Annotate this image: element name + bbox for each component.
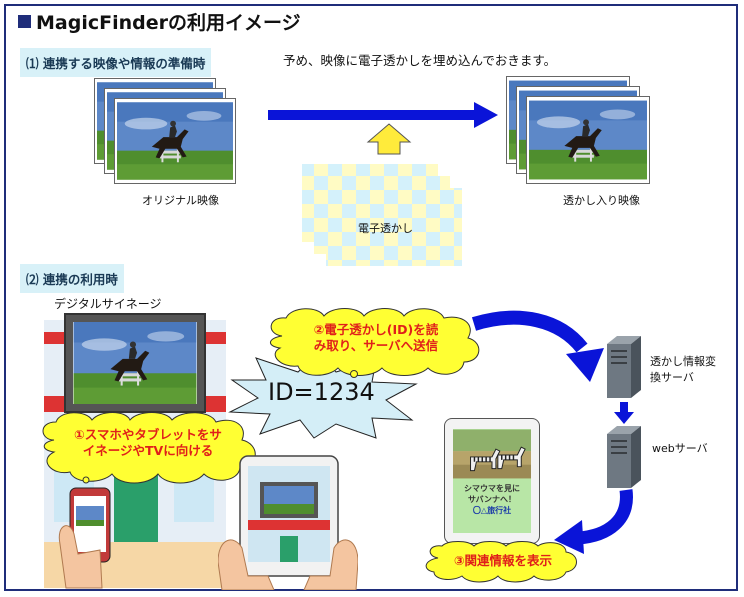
step2-line2: み取り、サーバへ送信 — [313, 338, 439, 353]
step2-cloud — [270, 308, 480, 378]
watermark-conversion-server-icon — [607, 336, 641, 398]
step2-line1: ②電子透かし(ID)を読 — [313, 322, 439, 337]
server-link-arrow — [614, 402, 634, 424]
step1-line2: イネージやTVに向ける — [82, 443, 214, 458]
info-text-line3: 〇△旅行社 — [472, 506, 512, 515]
web-server-icon — [607, 426, 641, 488]
step1-line1: ①スマホやタブレットをサ — [74, 427, 222, 442]
step1-cloud — [42, 412, 256, 484]
info-tablet-screen: シマウマを見に サバンナへ！ 〇△旅行社 — [453, 429, 531, 533]
info-text-line1: シマウマを見に — [464, 484, 520, 493]
send-to-server-arrow — [471, 310, 604, 382]
signage-label: デジタルサイネージ — [54, 297, 162, 311]
original-video-photo-front — [114, 98, 236, 184]
server1-label: 透かし情報変 換サーバ — [650, 354, 716, 386]
section2-label: ⑵ 連携の利用時 — [20, 264, 124, 293]
response-arrow — [554, 489, 633, 554]
step3-cloud — [425, 541, 577, 583]
watermark-caption: 電子透かし — [358, 222, 413, 235]
info-tablet-text: シマウマを見に サバンナへ！ 〇△旅行社 — [453, 483, 531, 516]
step2-text: ②電子透かし(ID)を読 み取り、サーバへ送信 — [278, 322, 474, 354]
section1-label: ⑴ 連携する映像や情報の準備時 — [20, 48, 212, 77]
signage-screen-photo — [73, 322, 197, 404]
info-text-line2: サバンナへ！ — [467, 495, 517, 504]
page-title: MagicFinderの利用イメージ — [18, 8, 301, 35]
watermarked-video-caption: 透かし入り映像 — [563, 194, 640, 207]
section1-note: 予め、映像に電子透かしを埋め込んでおきます。 — [283, 53, 557, 68]
digital-signage-frame — [64, 313, 206, 413]
watermarked-video-photo-front — [526, 96, 650, 184]
step1-text: ①スマホやタブレットをサ イネージやTVに向ける — [48, 427, 248, 459]
tablet-in-hands — [218, 455, 358, 590]
info-tablet: シマウマを見に サバンナへ！ 〇△旅行社 — [444, 418, 540, 544]
embed-arrow — [268, 102, 498, 128]
zebra-photo — [453, 429, 531, 479]
original-video-caption: オリジナル映像 — [142, 194, 219, 207]
diagram-frame — [4, 4, 738, 591]
server1-label-line1: 透かし情報変 — [650, 355, 716, 368]
server1-label-line2: 換サーバ — [650, 371, 694, 384]
server2-label: webサーバ — [652, 442, 708, 455]
id-text: ID=1234 — [268, 378, 375, 406]
step3-text: ③関連情報を表示 — [453, 553, 553, 568]
watermark-pattern — [302, 164, 462, 266]
watermark-up-arrow — [366, 123, 412, 155]
smartphone-in-hand — [58, 487, 111, 589]
title-square-icon — [18, 15, 31, 28]
